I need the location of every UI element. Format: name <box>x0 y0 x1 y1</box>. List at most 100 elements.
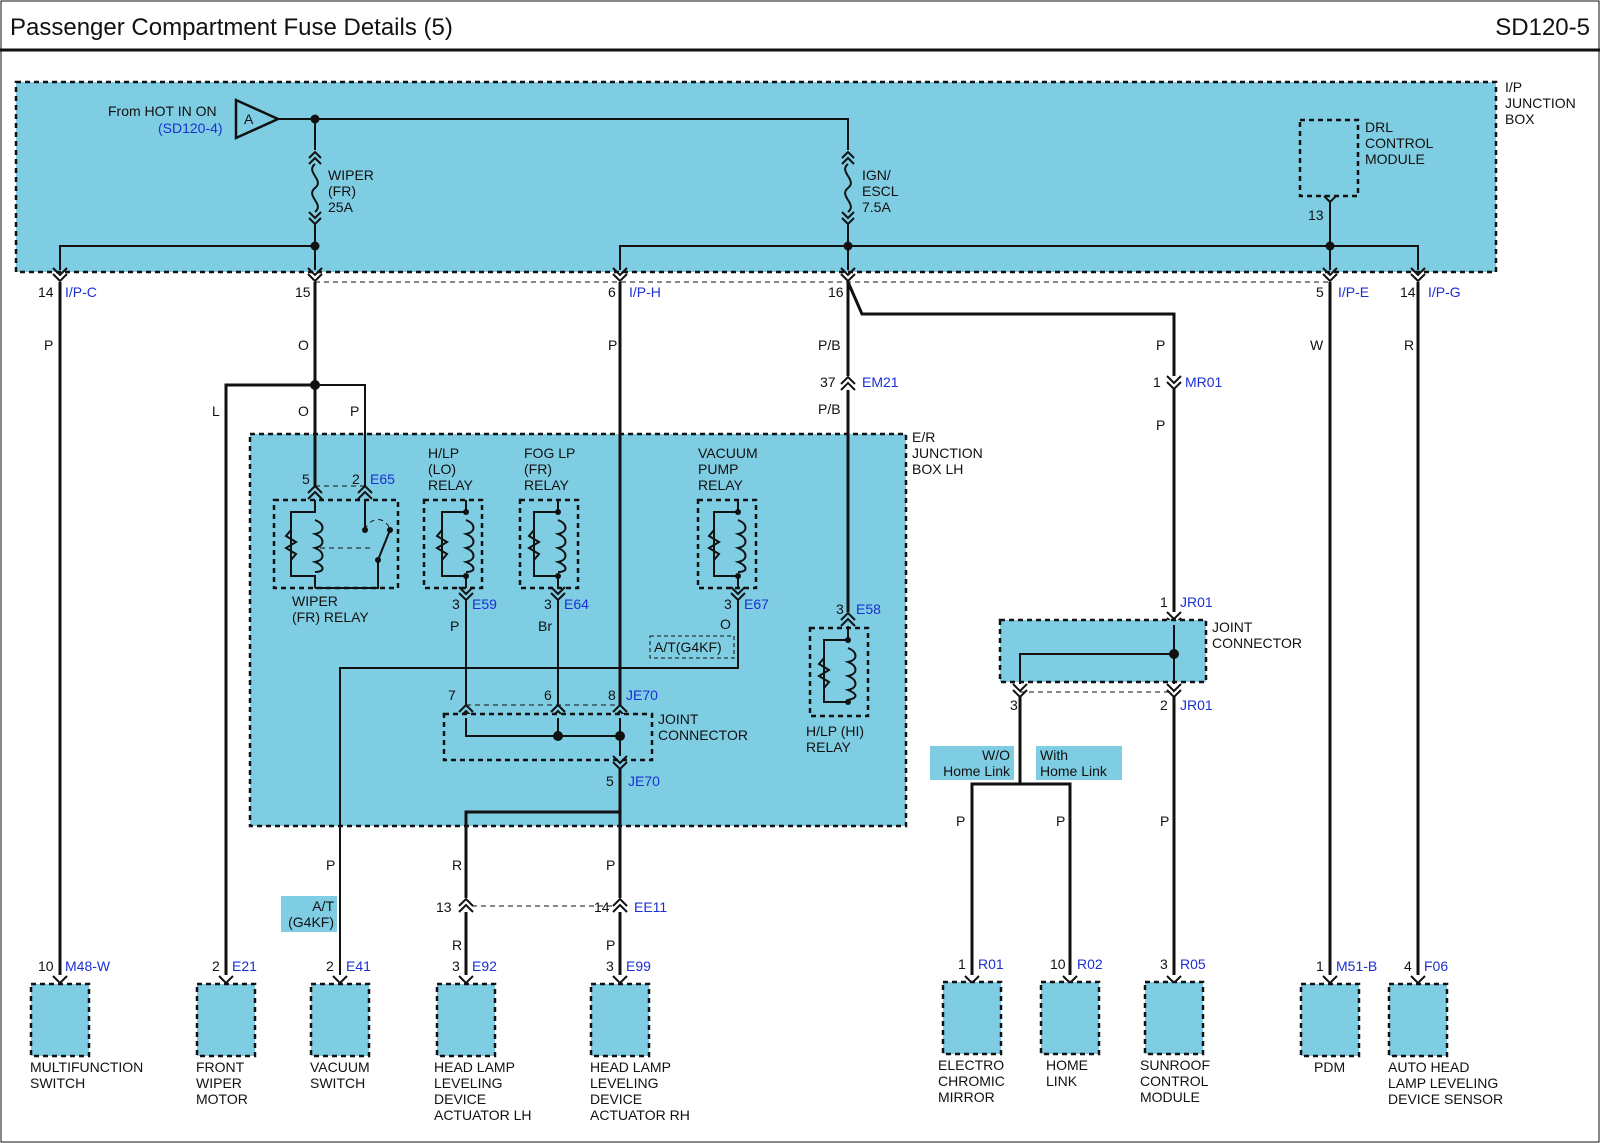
e59-ref[interactable]: E59 <box>472 596 497 612</box>
svg-text:LEVELING: LEVELING <box>590 1075 658 1091</box>
e65-pin-a: 5 <box>302 471 310 487</box>
svg-text:3: 3 <box>1160 956 1168 972</box>
svg-text:HOME: HOME <box>1046 1057 1088 1073</box>
ee11-lower-r-wire: P <box>606 937 615 953</box>
fog-relay-label: FOG LP (FR) RELAY <box>524 445 575 493</box>
ee11-upper-r-wire: P <box>606 857 615 873</box>
er-junction-box <box>248 432 908 828</box>
ip-h-ref[interactable]: I/P-H <box>629 284 661 300</box>
component-electro-chromic-mirror[interactable]: 1 R01 ELECTRO CHROMIC MIRROR <box>938 956 1005 1105</box>
svg-text:BOX LH: BOX LH <box>912 461 963 477</box>
svg-text:With: With <box>1040 747 1068 763</box>
fuse-wiper-label: WIPER (FR) 25A <box>328 167 374 215</box>
wire-color-iph: P <box>608 337 617 353</box>
component-vacuum-switch[interactable]: 2 E41 VACUUM SWITCH <box>309 958 371 1091</box>
ee11-ref[interactable]: EE11 <box>634 899 667 915</box>
je70-out-ref[interactable]: JE70 <box>628 773 660 789</box>
component-pdm[interactable]: 1 M51-B PDM <box>1299 958 1377 1075</box>
svg-text:CONNECTOR: CONNECTOR <box>658 727 748 743</box>
svg-text:IGN/: IGN/ <box>862 167 891 183</box>
svg-text:10: 10 <box>38 958 54 974</box>
svg-text:(FR) RELAY: (FR) RELAY <box>292 609 369 625</box>
tag-with-home-link <box>1036 746 1122 780</box>
at-tag-lower-line2: (G4KF) <box>288 914 334 930</box>
e64-ref[interactable]: E64 <box>564 596 589 612</box>
component-home-link[interactable]: 10 R02 HOME LINK <box>1039 956 1103 1089</box>
svg-text:CONTROL: CONTROL <box>1365 135 1434 151</box>
mr01-pin: 1 <box>1153 374 1161 390</box>
svg-text:(LO): (LO) <box>428 461 456 477</box>
svg-text:PUMP: PUMP <box>698 461 738 477</box>
svg-text:RELAY: RELAY <box>524 477 570 493</box>
diagram-title: Passenger Compartment Fuse Details (5) <box>10 14 453 41</box>
svg-text:LEVELING: LEVELING <box>434 1075 502 1091</box>
svg-text:E92: E92 <box>472 958 497 974</box>
ip-c-ref[interactable]: I/P-C <box>65 284 97 300</box>
hlp-lo-relay-coil-icon <box>435 500 475 588</box>
mirror-wire-color: P <box>956 813 965 829</box>
jr01-right-ref[interactable]: JR01 <box>1180 697 1213 713</box>
ee11-right-chevron-icon <box>612 897 628 913</box>
source-label: From HOT IN ON <box>108 103 217 119</box>
e65-ref[interactable]: E65 <box>370 471 395 487</box>
ip-e-ref[interactable]: I/P-E <box>1338 284 1369 300</box>
component-sunroof-control-module[interactable]: 3 R05 SUNROOF CONTROL MODULE <box>1140 956 1210 1105</box>
wire-to-mr01 <box>846 281 1176 376</box>
wire-color-ipg: R <box>1404 337 1414 353</box>
svg-text:CHROMIC: CHROMIC <box>938 1073 1005 1089</box>
svg-text:JOINT: JOINT <box>658 711 699 727</box>
em21-ref[interactable]: EM21 <box>862 374 899 390</box>
svg-text:W/O: W/O <box>982 747 1010 763</box>
svg-text:MODULE: MODULE <box>1365 151 1425 167</box>
svg-text:AUTO HEAD: AUTO HEAD <box>1388 1059 1469 1075</box>
wiper-relay-label: WIPER (FR) RELAY <box>292 593 369 625</box>
ip-g-pin: 14 <box>1400 284 1416 300</box>
ip-g-ref[interactable]: I/P-G <box>1428 284 1461 300</box>
svg-text:HEAD LAMP: HEAD LAMP <box>590 1059 671 1075</box>
e58-chevron-icon <box>840 611 856 627</box>
component-head-lamp-actuator-lh[interactable]: 3 E92 HEAD LAMP LEVELING DEVICE ACTUATOR… <box>434 958 532 1123</box>
bus-wiper <box>59 245 315 270</box>
svg-text:E41: E41 <box>346 958 371 974</box>
em21-chevron-icon <box>840 375 856 391</box>
mr01-ref[interactable]: MR01 <box>1185 374 1223 390</box>
svg-text:Home Link: Home Link <box>1040 763 1108 779</box>
source-letter: A <box>244 111 254 127</box>
jr01-top-ref[interactable]: JR01 <box>1180 594 1213 610</box>
e67-ref[interactable]: E67 <box>744 596 769 612</box>
svg-text:(FR): (FR) <box>524 461 552 477</box>
svg-text:R02: R02 <box>1077 956 1103 972</box>
svg-text:H/LP: H/LP <box>428 445 459 461</box>
component-front-wiper-motor[interactable]: 2 E21 FRONT WIPER MOTOR <box>195 958 257 1107</box>
svg-text:FRONT: FRONT <box>196 1059 245 1075</box>
em21-pin: 37 <box>820 374 836 390</box>
ip-pin-15: 15 <box>295 284 311 300</box>
svg-text:SUNROOF: SUNROOF <box>1140 1057 1210 1073</box>
svg-text:DEVICE: DEVICE <box>434 1091 486 1107</box>
e58-ref[interactable]: E58 <box>856 601 881 617</box>
je70-ref[interactable]: JE70 <box>626 687 658 703</box>
tag-without-home-link <box>930 746 1014 780</box>
component-head-lamp-actuator-rh[interactable]: 3 E99 HEAD LAMP LEVELING DEVICE ACTUATOR… <box>589 958 690 1123</box>
vacuum-relay-label: VACUUM PUMP RELAY <box>698 445 758 493</box>
ip-connector-chevrons <box>52 267 1426 283</box>
svg-text:PDM: PDM <box>1314 1059 1345 1075</box>
component-auto-head-lamp-sensor[interactable]: 4 F06 AUTO HEAD LAMP LEVELING DEVICE SEN… <box>1387 958 1503 1107</box>
mr01-chevron-icon <box>1166 375 1182 391</box>
ip-pin-16: 16 <box>828 284 844 300</box>
source-ref[interactable]: (SD120-4) <box>158 120 223 136</box>
component-multifunction-switch[interactable]: 10 M48-W MULTIFUNCTION SWITCH <box>29 958 143 1091</box>
svg-text:MULTIFUNCTION: MULTIFUNCTION <box>30 1059 143 1075</box>
svg-text:ACTUATOR RH: ACTUATOR RH <box>590 1107 690 1123</box>
svg-text:WIPER: WIPER <box>196 1075 242 1091</box>
source-triangle-icon <box>234 98 282 140</box>
e65-pin-b: 2 <box>352 471 360 487</box>
wire-color-ipe: W <box>1310 337 1324 353</box>
vacuum-relay-coil-icon <box>707 500 747 588</box>
svg-text:CONNECTOR: CONNECTOR <box>1212 635 1302 651</box>
e59-pin: 3 <box>452 596 460 612</box>
jr01-right-pin: 2 <box>1160 697 1168 713</box>
wire-color-ipc: P <box>44 337 53 353</box>
e58-pin: 3 <box>836 601 844 617</box>
